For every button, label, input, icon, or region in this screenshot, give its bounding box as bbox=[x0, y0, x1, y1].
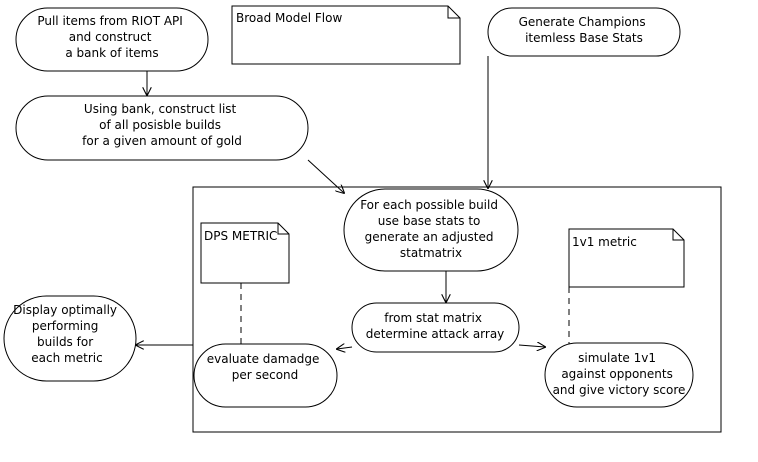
note-broad-model-flow: Broad Model Flow bbox=[231, 5, 461, 65]
note-dps-metric: DPS METRIC bbox=[200, 222, 290, 284]
node-generate-champions-text: Generate Champions itemless Base Stats bbox=[519, 15, 650, 45]
edges bbox=[136, 56, 570, 349]
node-attack-array-text: from stat matrix determine attack array bbox=[366, 311, 505, 341]
node-evaluate-dps-text: evaluate damadge per second bbox=[207, 352, 324, 382]
node-construct-builds-text: Using bank, construct list of all posisb… bbox=[82, 102, 242, 148]
edge-attack-to-1v1 bbox=[518, 345, 545, 347]
node-simulate-1v1-text: simulate 1v1 against opponents and give … bbox=[553, 351, 686, 397]
node-generate-champions: Generate Champions itemless Base Stats bbox=[487, 7, 681, 57]
note-1v1-metric: 1v1 metric bbox=[568, 228, 685, 288]
edge-construct-to-frame bbox=[307, 159, 344, 193]
node-evaluate-dps: evaluate damadge per second bbox=[193, 343, 338, 408]
node-pull-items: Pull items from RIOT API and construct a… bbox=[15, 7, 209, 72]
node-adjusted-statmatrix: For each possible build use base stats t… bbox=[343, 188, 519, 272]
note-1v1-metric-text: 1v1 metric bbox=[572, 235, 637, 249]
note-dps-metric-text: DPS METRIC bbox=[204, 229, 277, 243]
node-adjusted-statmatrix-text: For each possible build use base stats t… bbox=[360, 198, 502, 260]
node-display-builds: Display optimally performing builds for … bbox=[3, 295, 137, 382]
edge-attack-to-dps bbox=[337, 347, 353, 349]
note-broad-model-flow-text: Broad Model Flow bbox=[236, 11, 342, 25]
node-attack-array: from stat matrix determine attack array bbox=[351, 302, 520, 353]
processing-frame bbox=[192, 186, 722, 433]
node-pull-items-text: Pull items from RIOT API and construct a… bbox=[37, 14, 186, 60]
node-construct-builds: Using bank, construct list of all posisb… bbox=[15, 95, 309, 161]
node-display-builds-text: Display optimally performing builds for … bbox=[13, 303, 121, 365]
node-simulate-1v1: simulate 1v1 against opponents and give … bbox=[544, 342, 694, 408]
